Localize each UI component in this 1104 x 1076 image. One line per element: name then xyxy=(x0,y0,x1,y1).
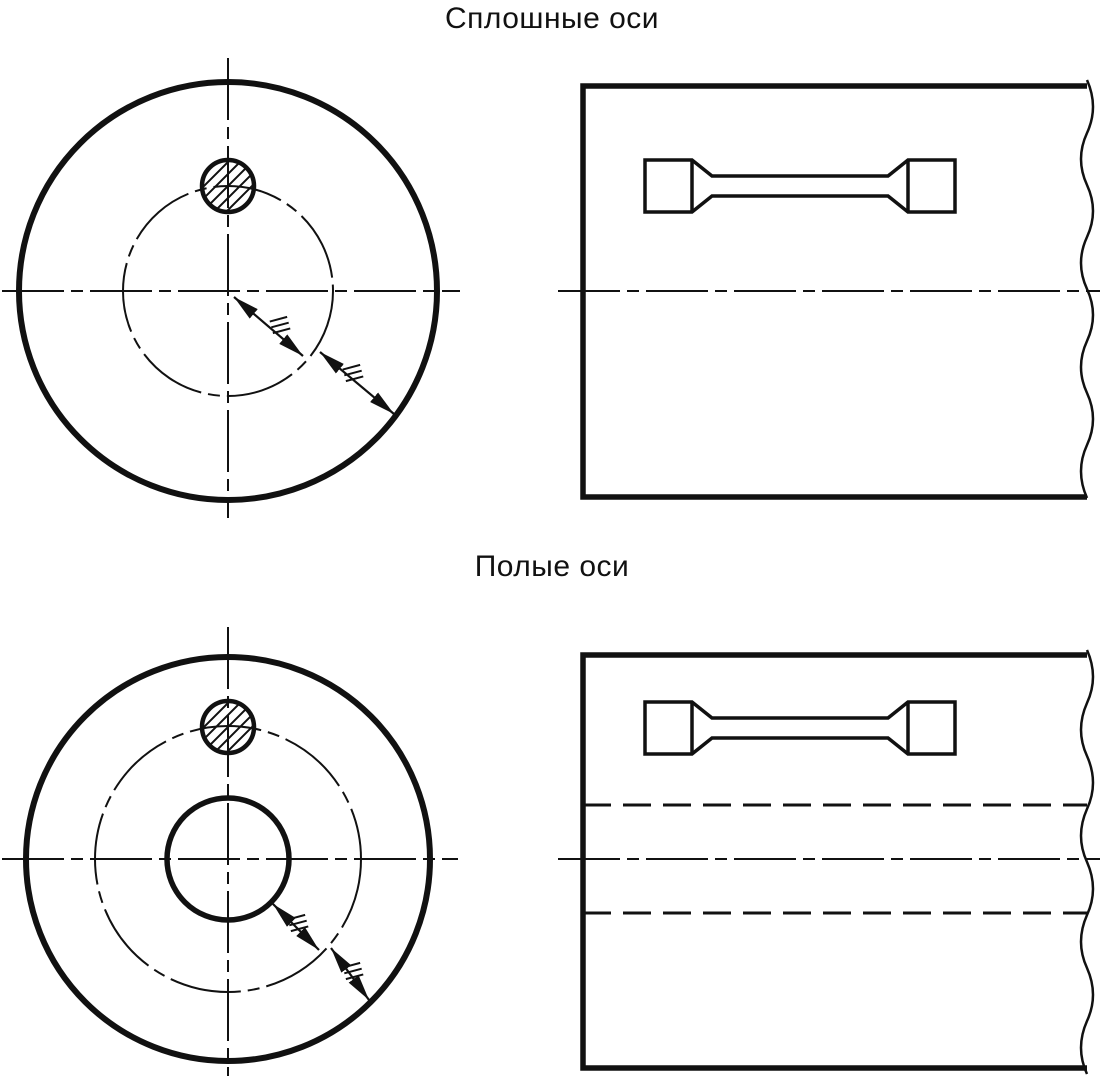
radius-arrow-inner xyxy=(233,296,304,357)
hollow-axle-side-view xyxy=(558,649,1100,1075)
outer-contour-circle xyxy=(16,79,440,503)
tensile-specimen xyxy=(643,158,957,214)
hollow-axles-title: Полые оси xyxy=(474,550,630,583)
solid-axles-title: Сплошные оси xyxy=(444,2,660,35)
radius-arrow-outer xyxy=(330,947,370,1001)
axle-body-outline xyxy=(580,652,1087,1071)
triple-tick-mark xyxy=(269,315,291,335)
triple-tick-mark xyxy=(342,363,364,383)
radius-arrow-inner xyxy=(272,903,320,951)
break-line-wavy xyxy=(1079,79,1095,499)
specimen-location-circle xyxy=(199,157,257,215)
solid-axle-side-view xyxy=(558,79,1100,500)
solid-axle-cross-section xyxy=(2,58,460,518)
triple-tick-mark xyxy=(287,913,309,933)
triple-tick-mark xyxy=(342,961,364,981)
specimen-location-circle xyxy=(199,698,257,756)
radius-arrow-outer xyxy=(319,351,395,415)
break-line-wavy xyxy=(1079,649,1095,1075)
hollow-axle-cross-section xyxy=(2,627,458,1076)
tensile-specimen xyxy=(643,700,957,756)
central-bore-circle xyxy=(164,795,292,923)
outer-contour-circle xyxy=(23,654,433,1064)
